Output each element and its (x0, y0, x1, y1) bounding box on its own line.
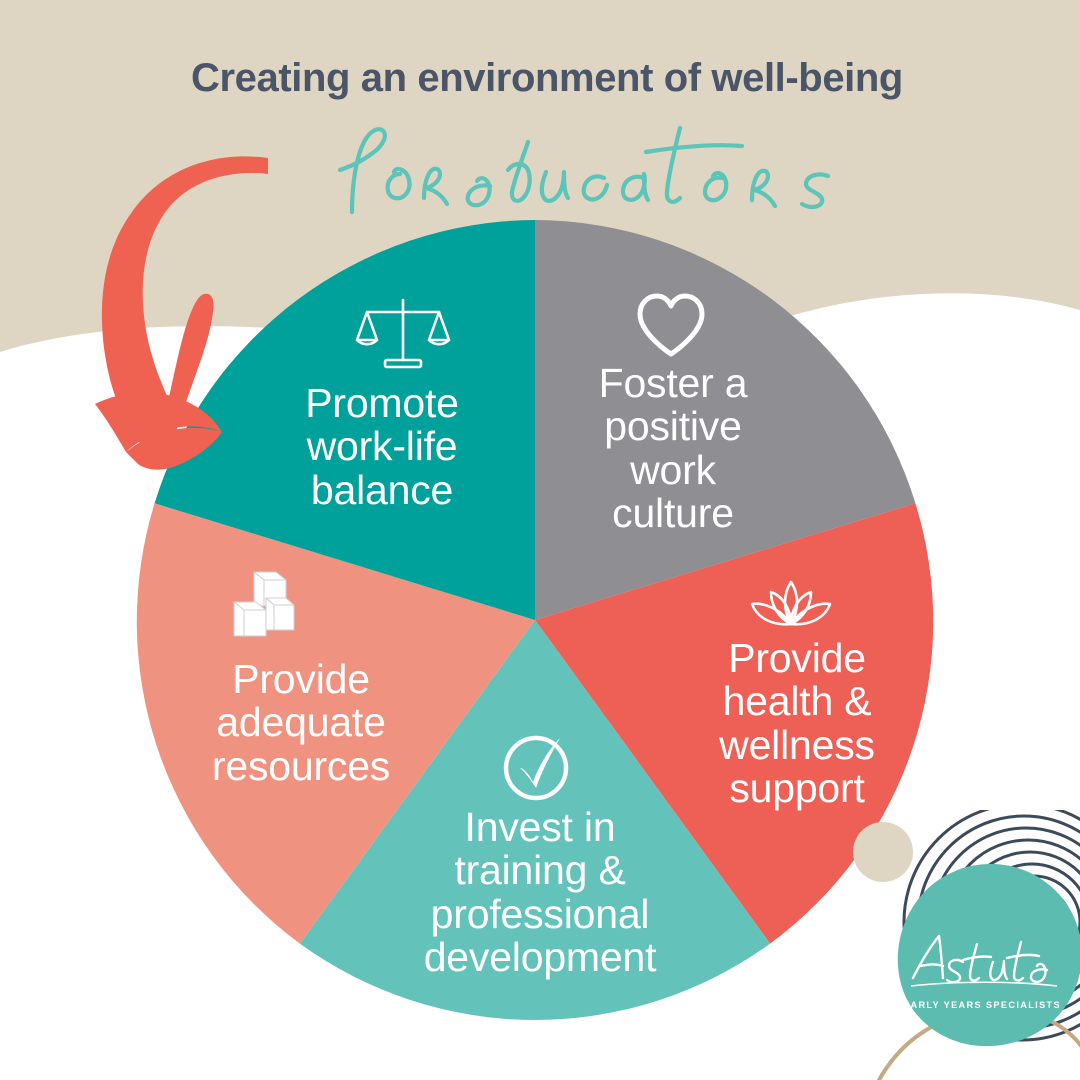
lotus-flower-icon (750, 580, 832, 626)
astute-logo-wordmark (910, 934, 1058, 987)
balance-scale-icon (355, 298, 451, 369)
pie-slice-invest-in-training-professional-development[interactable] (299, 620, 771, 1020)
pie-slice-promote-work-life-balance[interactable] (154, 220, 535, 620)
beige-dot-decoration (853, 822, 913, 882)
script-subtitle-art (337, 125, 831, 215)
pie-label-foster-positive-work-culture: Foster a positive work culture (598, 360, 748, 537)
script-subtitle (0, 112, 1080, 222)
stacked-boxes-icon (233, 571, 295, 637)
pie-label-provide-adequate-resources: Provide adequate resources (211, 656, 391, 789)
check-circle-icon (503, 735, 569, 801)
pie-label-invest-in-training-professional-development: Invest in training & professional develo… (423, 804, 657, 981)
pie-label-promote-work-life-balance: Promote work-life balance (305, 380, 459, 513)
pie-label-provide-health-wellness-support: Provide health & wellness support (719, 635, 875, 812)
astute-logo-blob[interactable] (895, 862, 1080, 1048)
page-title: Creating an environment of well-being (191, 56, 903, 100)
pie-slice-foster-positive-work-culture[interactable] (535, 220, 916, 620)
pie-slice-provide-health-wellness-support[interactable] (535, 503, 934, 944)
heart-icon (637, 293, 705, 357)
astute-logo-tagline: EARLY YEARS SPECIALISTS (902, 1000, 1061, 1010)
